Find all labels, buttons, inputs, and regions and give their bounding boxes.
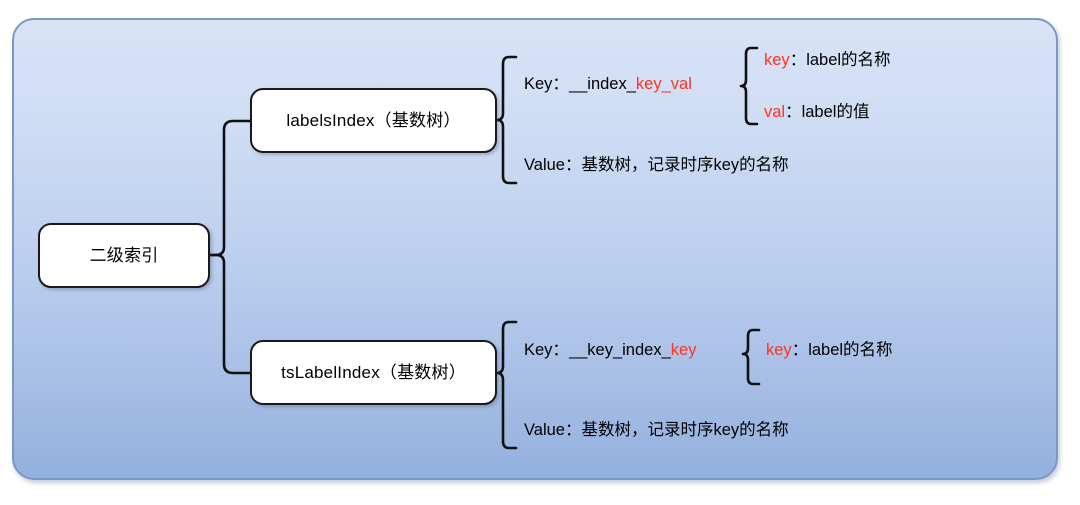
node-root-label: 二级索引 [89, 246, 159, 265]
labelsindex-key-child-val-name: val [764, 103, 786, 121]
node-ts-label-index[interactable]: tsLabelIndex（基数树） [250, 340, 497, 405]
tslabelindex-key-prefix: Key： [524, 341, 569, 359]
tslabelindex-value-text: 基数树，记录时序key的名称 [581, 421, 789, 439]
node-labels-index[interactable]: labelsIndex（基数树） [250, 88, 497, 153]
tslabelindex-key-black: __key_index_ [568, 341, 671, 359]
labelsindex-key-child-val-sep: ： [785, 103, 802, 121]
labelsindex-value-prefix: Value： [524, 156, 582, 174]
labelsindex-key-child-val: val：label的值 [764, 104, 869, 121]
node-root-secondary-index[interactable]: 二级索引 [38, 223, 210, 288]
labelsindex-key-child-key-sep: ： [789, 51, 807, 69]
tslabelindex-key-child-key-desc: label的名称 [808, 341, 893, 359]
tslabelindex-key-child-key-sep: ： [791, 341, 809, 359]
labelsindex-key-child-key: key：label的名称 [764, 52, 891, 69]
tslabelindex-value-row: Value：基数树，记录时序key的名称 [524, 422, 789, 439]
labelsindex-key-row: Key：__index_key_val [524, 76, 692, 93]
tslabelindex-key-red: key [670, 341, 697, 359]
labelsindex-value-text: 基数树，记录时序key的名称 [581, 156, 789, 174]
labelsindex-key-child-key-desc: label的名称 [806, 51, 891, 69]
labelsindex-value-row: Value：基数树，记录时序key的名称 [524, 157, 789, 174]
labelsindex-key-red: key_val [635, 75, 692, 93]
tslabelindex-key-row: Key：__key_index_key [524, 342, 696, 359]
labelsindex-key-prefix: Key： [524, 75, 569, 93]
labelsindex-key-black: __index_ [568, 75, 636, 93]
node-ts-label-index-label: tsLabelIndex（基数树） [281, 363, 466, 382]
node-labels-index-label: labelsIndex（基数树） [286, 111, 461, 130]
tslabelindex-key-child-key-name: key [766, 341, 792, 359]
tslabelindex-key-child-key: key：label的名称 [766, 342, 893, 359]
labelsindex-key-child-val-desc: label的值 [801, 103, 870, 121]
tslabelindex-value-prefix: Value： [524, 421, 582, 439]
labelsindex-key-child-key-name: key [764, 51, 790, 69]
